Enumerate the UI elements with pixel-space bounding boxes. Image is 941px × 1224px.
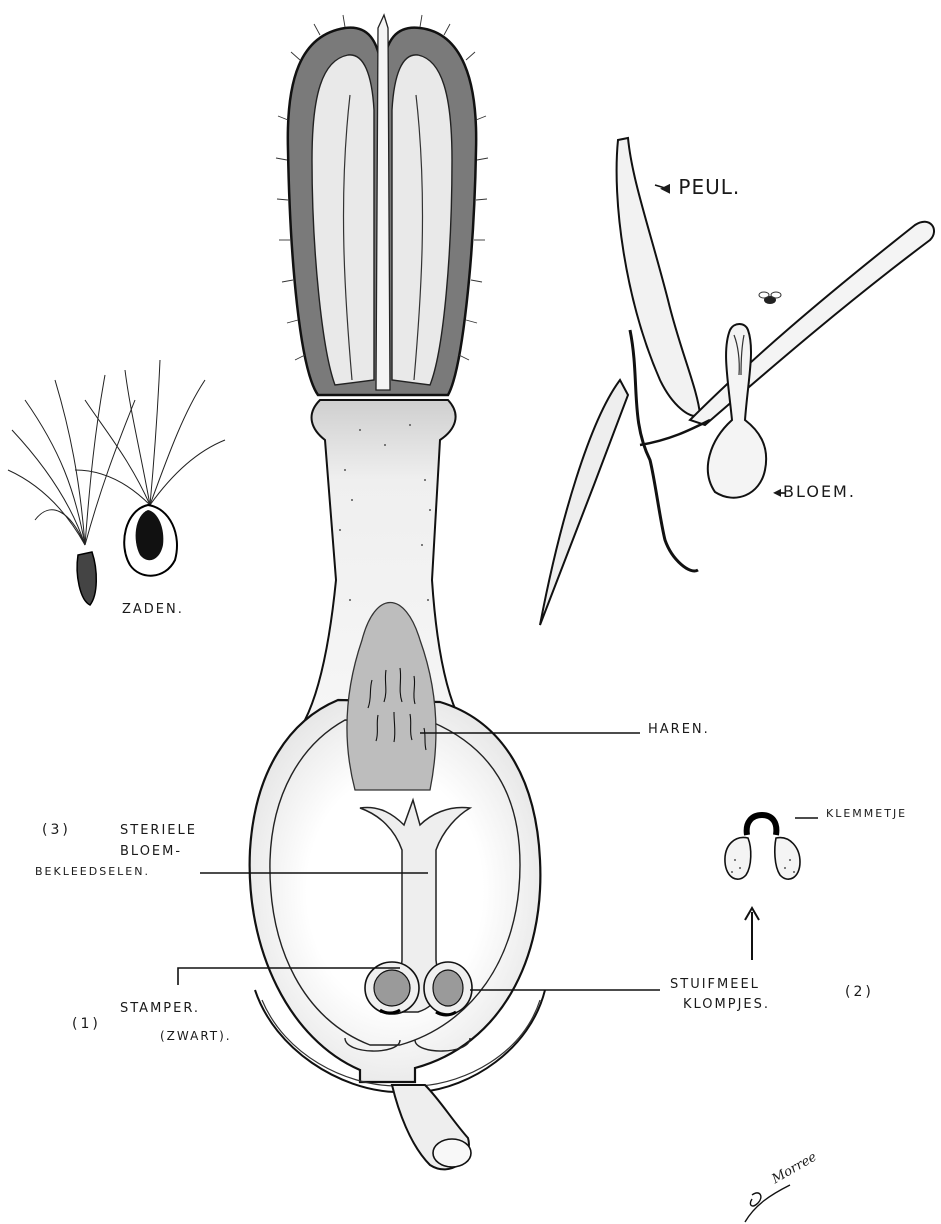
label-num-3: (3) [42, 822, 71, 838]
label-klemmetje: KLEMMETJE [826, 808, 907, 821]
label-stamper: STAMPER. [120, 1002, 200, 1017]
label-steriele-1: STERIELE [120, 824, 197, 839]
label-bloem: ◂BLOEM. [773, 483, 856, 501]
pollinium-detail-drawing [725, 815, 800, 960]
flower-section-drawing [250, 15, 545, 1169]
arrow-left-icon: ◂ [773, 482, 783, 501]
label-zaden: ZADEN. [122, 603, 184, 618]
signature [745, 1185, 790, 1222]
insect-icon [759, 292, 781, 304]
label-steriele-2: BLOEM- [120, 845, 182, 860]
seed-small [77, 552, 96, 605]
label-steriele-3: BEKLEEDSELEN. [35, 866, 150, 879]
label-stuifmeel-2: KLOMPJES. [683, 998, 770, 1013]
label-bloem-text: BLOEM. [783, 482, 856, 501]
seeds-drawing [8, 360, 225, 605]
label-num-1: (1) [72, 1016, 101, 1032]
label-peul-text: PEUL. [678, 175, 740, 199]
arrow-left-icon: ◂ [660, 175, 678, 199]
label-stuifmeel-1: STUIFMEEL [670, 978, 760, 993]
label-peul: ◂ PEUL. [660, 176, 740, 199]
label-zwart: (ZWART). [160, 1030, 232, 1044]
label-num-2: (2) [845, 984, 874, 1000]
plant-sprig-drawing [540, 138, 934, 625]
label-haren: HAREN. [648, 723, 710, 738]
